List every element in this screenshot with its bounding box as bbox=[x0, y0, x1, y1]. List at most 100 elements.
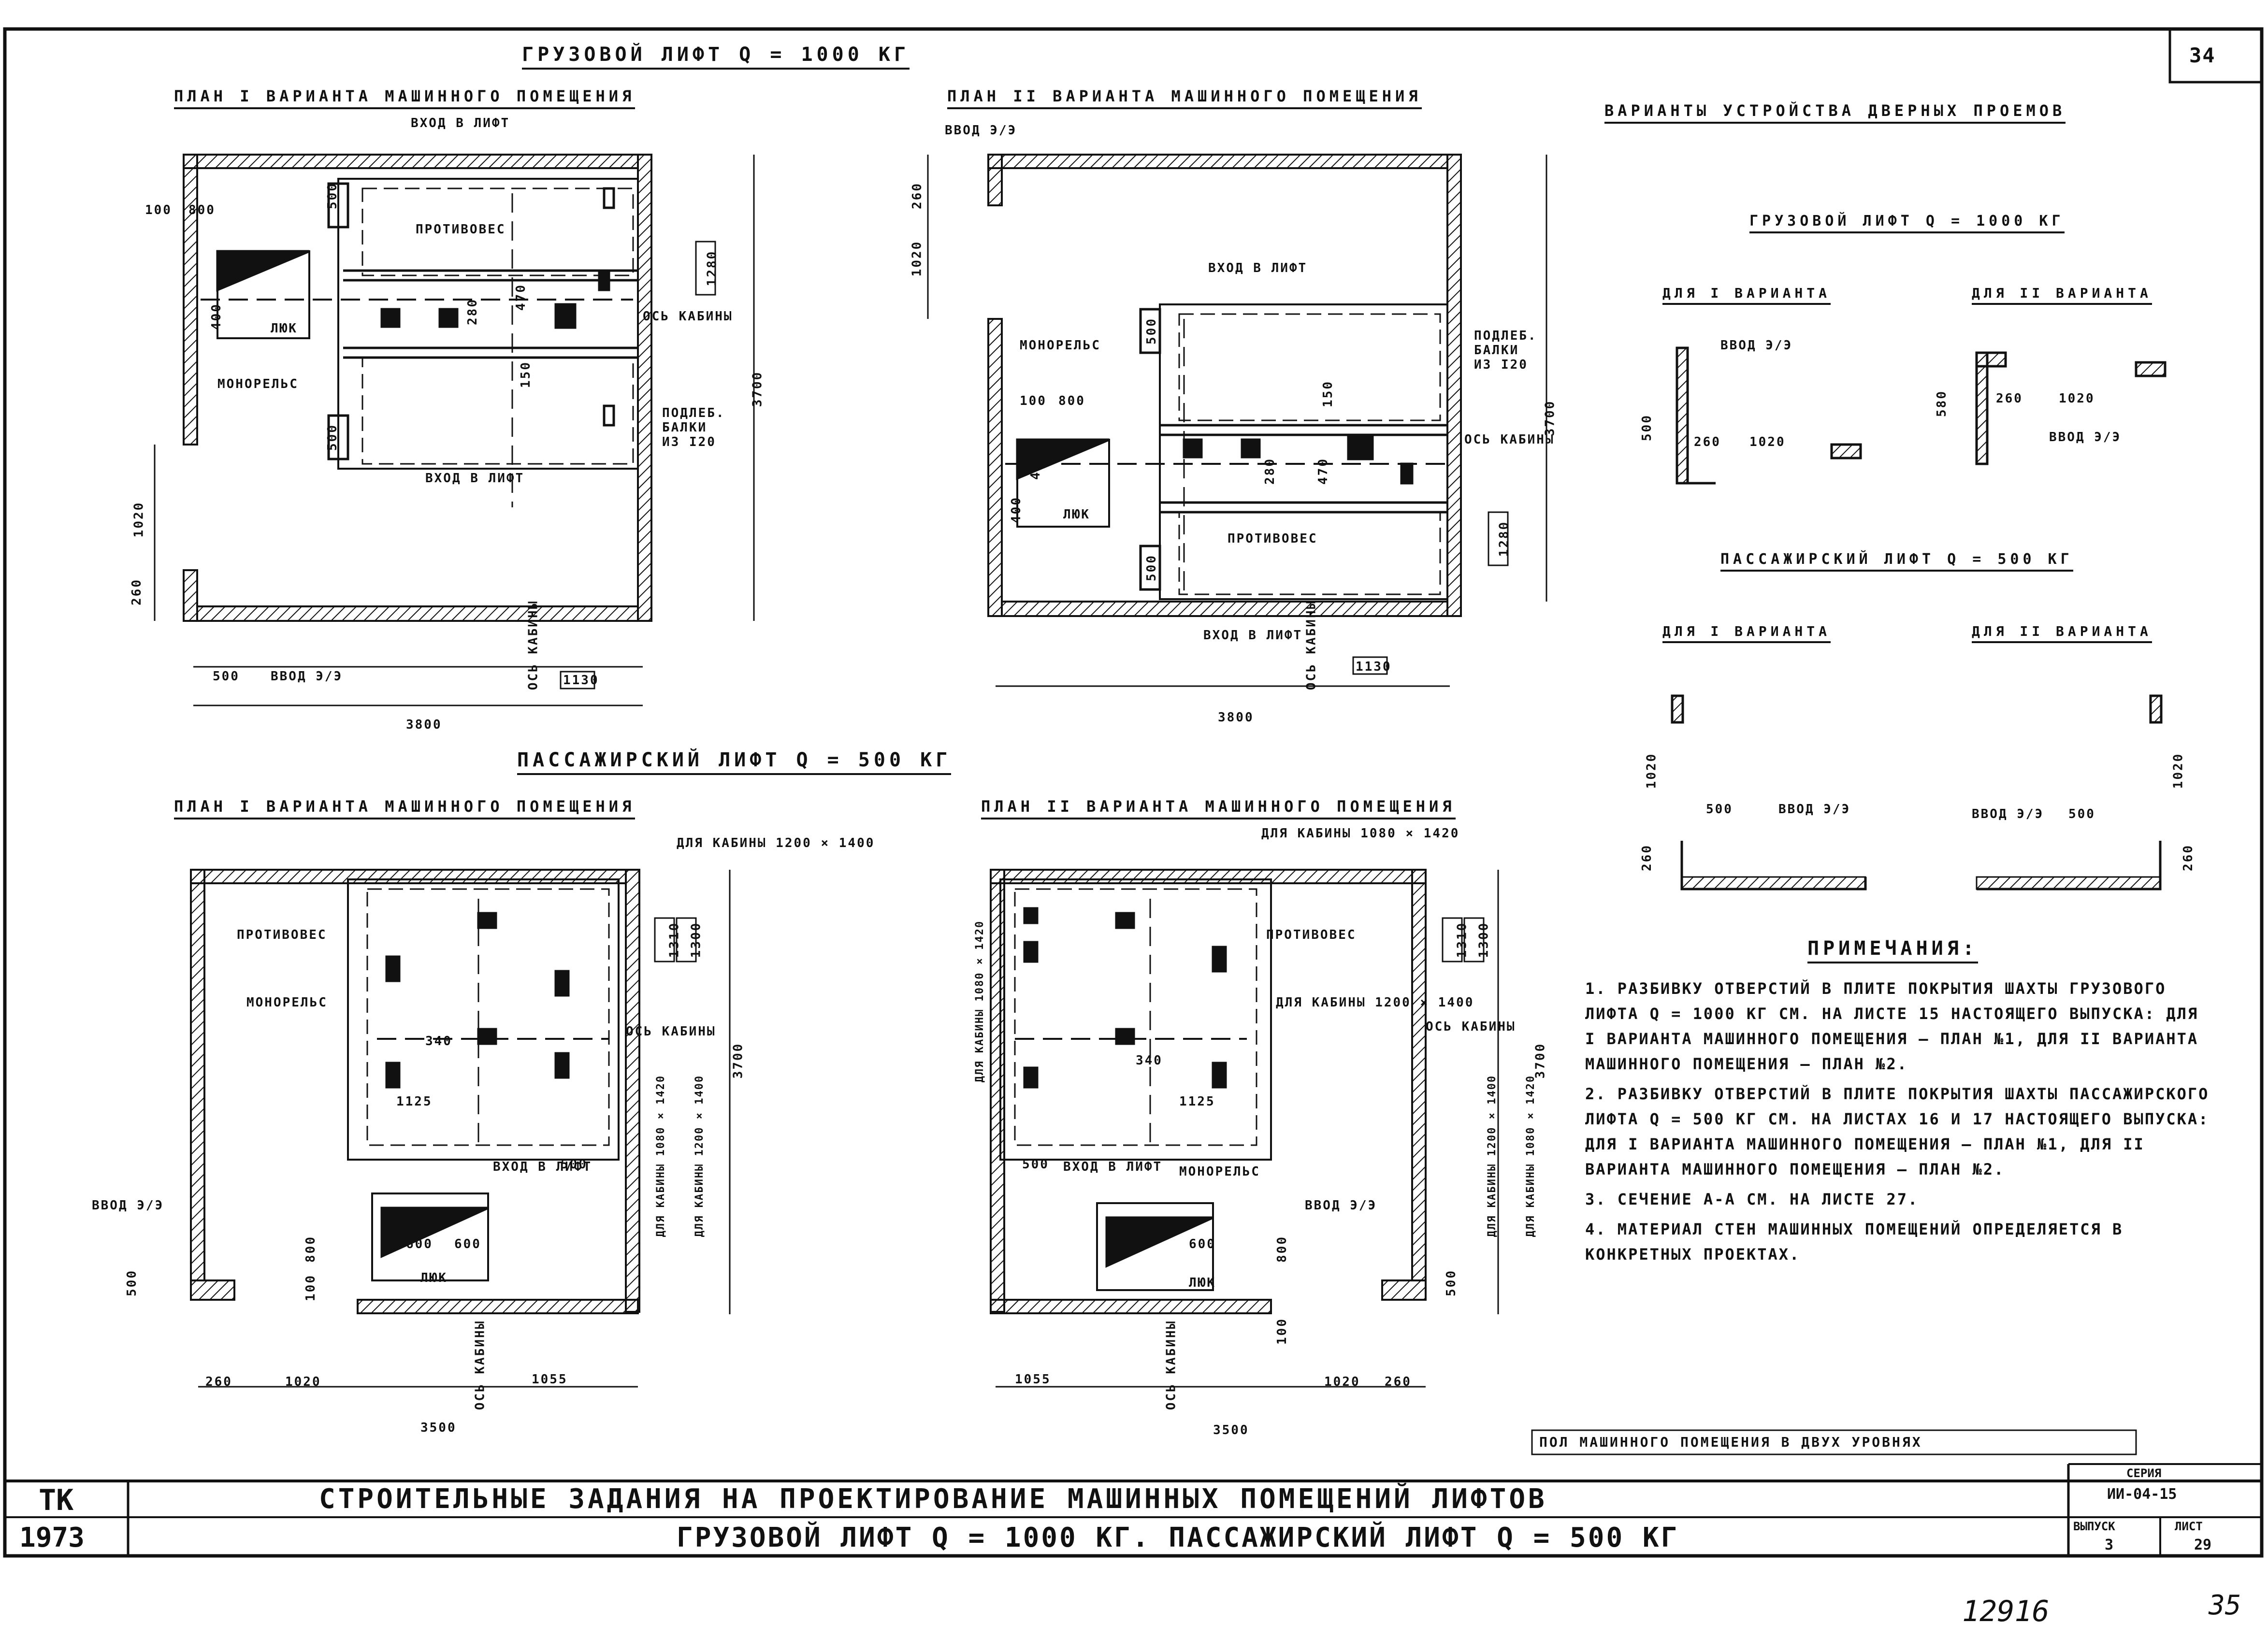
cargo-heading: Грузовой лифт Q = 1000 кг bbox=[522, 43, 910, 70]
p1c-power: ввод э/э bbox=[271, 669, 343, 684]
p2c-d3700: 3700 bbox=[1543, 400, 1558, 436]
p2p-hatch: люк bbox=[1189, 1276, 1216, 1290]
p2c-d260: 260 bbox=[910, 182, 925, 209]
p2p-d1055: 1055 bbox=[1015, 1372, 1051, 1387]
doors-cargo-v2-d260: 260 bbox=[1996, 391, 2023, 406]
doors-cargo-v1-d260: 260 bbox=[1694, 435, 1721, 449]
p1c-d1020: 1020 bbox=[131, 501, 146, 538]
p1c-d1280: 1280 bbox=[705, 250, 720, 287]
plan2-pass-title: План II варианта машинного помещения bbox=[981, 797, 1456, 819]
doors-pass-v2: Для II варианта bbox=[1972, 623, 2152, 643]
p1p-monorail: монорельс bbox=[246, 995, 328, 1010]
p1p-power: ввод э/э bbox=[92, 1198, 164, 1213]
p1c-d500b: 500 bbox=[325, 424, 340, 451]
p2p-d800: 800 bbox=[1274, 1236, 1289, 1263]
doors-pass-v2-d260: 260 bbox=[2181, 844, 2196, 871]
p2c-d150: 150 bbox=[1320, 380, 1335, 407]
notes-list: 1. Разбивку отверстий в плите покрытия ш… bbox=[1585, 976, 2218, 1267]
p1c-hatch: люк bbox=[271, 321, 298, 336]
p2c-axis-bottom: ось кабины bbox=[1304, 600, 1319, 690]
plan1-cargo-title: План I варианта машинного помещения bbox=[174, 87, 636, 109]
doors-cargo-v1-power: ввод э/э bbox=[1720, 338, 1793, 353]
plan2-cargo-title: План II варианта машинного помещения bbox=[947, 87, 1422, 109]
doors-pass-v1: Для I варианта bbox=[1662, 623, 1831, 643]
p1p-axis: ось кабины bbox=[626, 1024, 716, 1039]
p1c-d500a: 500 bbox=[325, 182, 340, 209]
p2c-d400b: 400 bbox=[1009, 496, 1024, 523]
p2c-counterweight: противовес bbox=[1228, 532, 1318, 546]
p1c-d470: 470 bbox=[513, 284, 528, 311]
doors-cargo-v1-d500: 500 bbox=[1639, 414, 1654, 441]
p1p-d3700: 3700 bbox=[731, 1042, 746, 1079]
p2p-cabin-v2: для кабины 1080 × 1420 bbox=[1525, 1075, 1537, 1237]
p1p-d1300: 1300 bbox=[689, 921, 704, 958]
p2c-power: ввод э/э bbox=[945, 123, 1017, 138]
p1p-d3500: 3500 bbox=[420, 1421, 457, 1435]
tb-title2: Грузовой лифт Q = 1000 кг. Пассажирский … bbox=[677, 1522, 1679, 1553]
doors-pass-v1-d1020: 1020 bbox=[1644, 752, 1659, 789]
p1c-beams: подлеб. балки из I20 bbox=[662, 406, 725, 449]
tb-sheet-label: Лист bbox=[2175, 1520, 2203, 1533]
p2c-beams: подлеб. балки из I20 bbox=[1474, 329, 1537, 372]
doors-cargo-v2-power: ввод э/э bbox=[2049, 430, 2122, 445]
p2c-d1280: 1280 bbox=[1497, 520, 1512, 557]
p1c-entry-bottom: Вход в лифт bbox=[425, 471, 525, 486]
p2p-monorail: монорельс bbox=[1179, 1164, 1260, 1179]
tb-title1: Строительные задания на проектирование м… bbox=[319, 1483, 1547, 1515]
p2p-counterweight: противовес bbox=[1266, 928, 1357, 942]
plan2-pass-walls bbox=[990, 869, 1427, 1314]
p1p-cabin-v1: для кабины 1080 × 1420 bbox=[655, 1075, 667, 1237]
p1p-d100: 100 bbox=[303, 1274, 318, 1301]
sheet-number-top: 34 bbox=[2189, 43, 2216, 67]
p1c-d1130: 1130 bbox=[563, 673, 599, 688]
doors-pass-v2-power: ввод э/э bbox=[1972, 807, 2044, 821]
doors-pass-title: Пассажирский лифт Q = 500 кг bbox=[1720, 551, 2073, 572]
p2p-d1300: 1300 bbox=[1476, 921, 1491, 958]
tb-issue-label: Выпуск bbox=[2073, 1520, 2115, 1533]
tb-series-label: Серия bbox=[2126, 1466, 2162, 1480]
doors-cargo-v1: Для I варианта bbox=[1662, 285, 1831, 305]
p1p-d1125: 1125 bbox=[396, 1094, 433, 1109]
plan2-cargo-walls bbox=[987, 154, 1462, 617]
doors-cargo-v2-d580: 580 bbox=[1934, 390, 1949, 417]
p2p-axis-bottom: ось кабины bbox=[1164, 1320, 1179, 1410]
doors-title: Варианты устройства дверных проемов bbox=[1604, 101, 2066, 124]
p1p-d600a: 600 bbox=[406, 1237, 433, 1251]
doors-cargo-v2-d1020: 1020 bbox=[2059, 391, 2095, 406]
p2c-axis: ось кабины bbox=[1464, 432, 1555, 447]
p1c-axis: ось кабины bbox=[643, 309, 733, 324]
p1c-monorail: монорельс bbox=[217, 377, 299, 391]
p2p-d1310: 1310 bbox=[1455, 921, 1470, 958]
p1p-d1020: 1020 bbox=[285, 1375, 321, 1389]
note-1: 1. Разбивку отверстий в плите покрытия ш… bbox=[1585, 979, 2199, 1073]
p2p-entry: Вход в лифт bbox=[1063, 1160, 1163, 1174]
p2p-d3500: 3500 bbox=[1213, 1423, 1249, 1437]
p2c-d1020: 1020 bbox=[910, 240, 925, 277]
note-4: 4. Материал стен машинных помещений опре… bbox=[1585, 1220, 2124, 1264]
p1c-d3800: 3800 bbox=[406, 718, 442, 732]
p1c-d3700: 3700 bbox=[750, 371, 765, 407]
note-3: 3. Сечение А-А см. на листе 27. bbox=[1585, 1190, 1919, 1208]
tb-sheet: 29 bbox=[2194, 1537, 2212, 1553]
p1p-d260: 260 bbox=[205, 1375, 232, 1389]
p1p-d500: 500 bbox=[561, 1157, 588, 1172]
p1p-cabin1200: для кабины 1200 × 1400 bbox=[677, 836, 875, 850]
p1p-d600b: 600 bbox=[454, 1237, 481, 1251]
p1c-d150: 150 bbox=[518, 361, 533, 388]
p2p-d260: 260 bbox=[1385, 1375, 1412, 1389]
p2c-d470: 470 bbox=[1315, 458, 1330, 485]
p2p-d3700: 3700 bbox=[1533, 1042, 1548, 1079]
p2c-hatch: люк bbox=[1063, 507, 1090, 522]
floor-note: пол машинного помещения в двух уровнях bbox=[1539, 1434, 1922, 1450]
doors-pass-v2-d1020: 1020 bbox=[2171, 752, 2186, 789]
p1c-d400a: 400 bbox=[226, 255, 241, 282]
p1c-axis-bottom: ось кабины bbox=[526, 600, 541, 690]
p1c-d500c: 500 bbox=[213, 669, 240, 684]
p2c-d100: 100 bbox=[1020, 394, 1047, 408]
plan1-cargo-walls bbox=[183, 154, 652, 622]
p2c-d3800: 3800 bbox=[1218, 710, 1254, 725]
p2p-cabin1200: для кабины 1200 × 1400 bbox=[1276, 995, 1474, 1010]
p1p-d500b: 500 bbox=[124, 1269, 139, 1296]
